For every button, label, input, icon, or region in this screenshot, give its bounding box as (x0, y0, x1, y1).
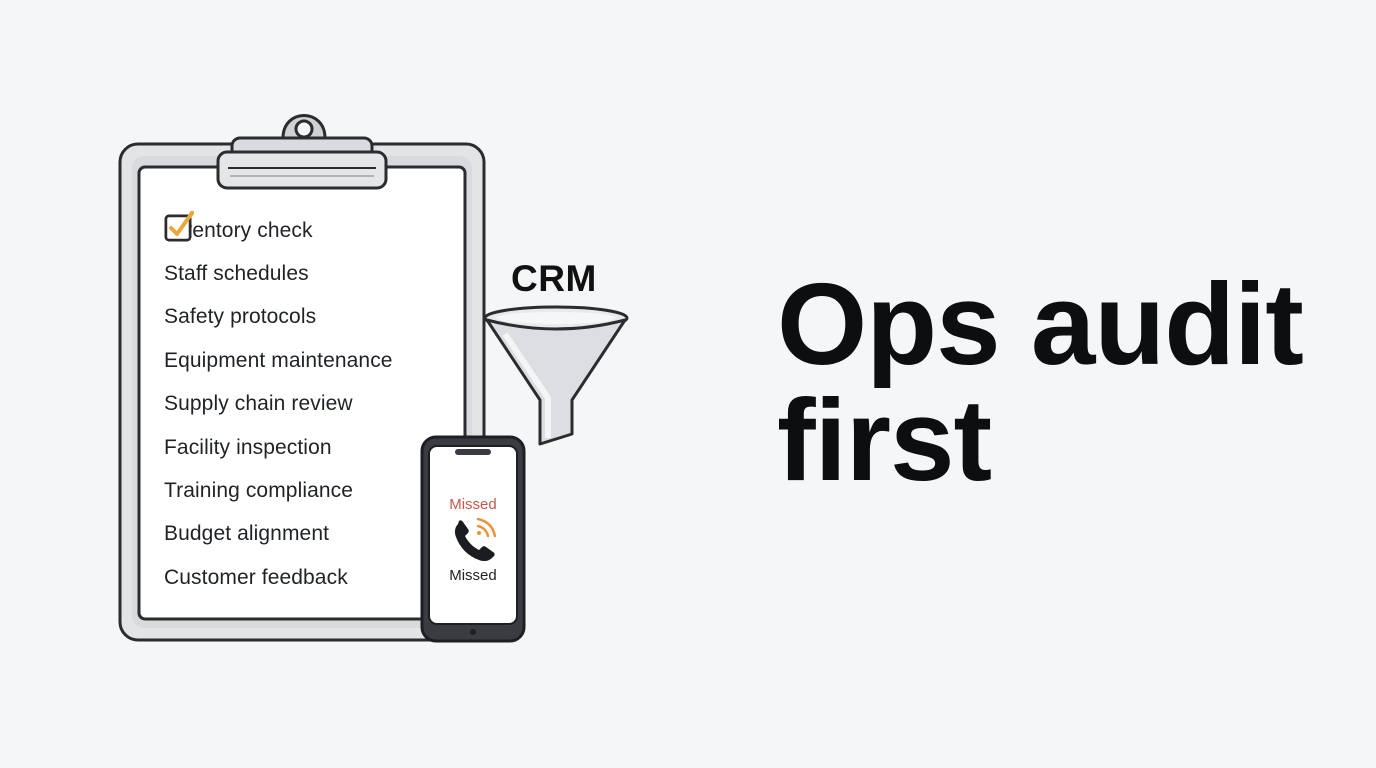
funnel-icon (483, 305, 629, 446)
checklist-item-label: Facility inspection (164, 435, 332, 459)
checklist-item: Budget alignment (164, 211, 393, 556)
phone-ringing-icon (454, 517, 497, 562)
checklist-item: Safety protocols (164, 211, 393, 339)
checklist-item-label: Equipment maintenance (164, 348, 393, 372)
title-line-2: first (777, 375, 992, 505)
phone-status-top: Missed (449, 496, 497, 513)
clipboard-icon (118, 114, 629, 643)
checklist-item-label: Supply chain review (164, 392, 353, 416)
page-title: Ops audit first (777, 259, 1304, 505)
phone-device (420, 435, 526, 643)
checklist-item-label: Staff schedules (164, 262, 309, 286)
checklist-item: Training compliance (164, 211, 393, 512)
checklist-item-label: Inventory check (164, 218, 313, 242)
checklist-item-label: Customer feedback (164, 565, 348, 589)
checklist-item: Staff schedules (164, 211, 393, 295)
checklist-item-label: Budget alignment (164, 522, 330, 546)
checklist-item: Equipment maintenance (164, 211, 393, 382)
checklist-item: Supply chain review (164, 211, 393, 426)
checklist-item-label: Training compliance (164, 479, 354, 503)
checklist-item: Customer feedback (164, 211, 393, 599)
checklist-item-label: Safety protocols (164, 305, 317, 329)
phone-status-bottom: Missed (449, 567, 497, 584)
checklist-item: Inventory check (164, 209, 393, 252)
checkmark-icon (164, 211, 194, 242)
title-line-1: Ops audit (777, 259, 1304, 389)
funnel-label: CRM (511, 258, 597, 299)
checklist-item: Facility inspection (164, 211, 393, 469)
